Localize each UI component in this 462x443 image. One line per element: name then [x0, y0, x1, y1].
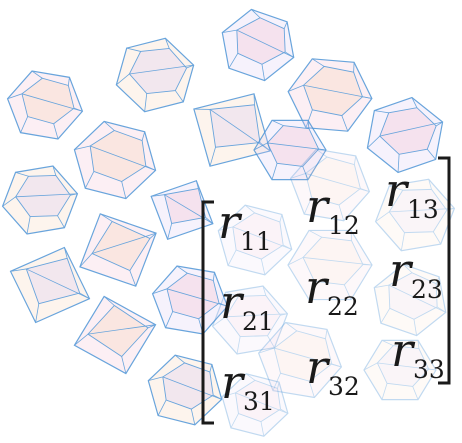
crystal-grain: [115, 37, 195, 113]
crystal-grain: [151, 265, 229, 335]
element-index: 12: [328, 211, 360, 240]
element-index: 32: [328, 372, 360, 401]
crystal-grain: [253, 119, 327, 181]
element-symbol: r: [385, 163, 410, 217]
element-symbol: r: [391, 323, 416, 377]
matrix-element-r23: r23: [389, 243, 443, 304]
crystal-grain: [287, 229, 373, 301]
element-symbol: r: [220, 275, 245, 329]
element-symbol: r: [389, 243, 414, 297]
rotation-matrix: r11 r12 r13 r21 r22 r23 r31 r32 r33: [201, 156, 451, 425]
crystal-grain: [221, 8, 295, 82]
element-symbol: r: [218, 195, 243, 249]
crystal-grain: [289, 148, 371, 222]
left-bracket: [201, 200, 214, 425]
crystal-grain: [221, 373, 289, 437]
crystal-grain: [1, 165, 79, 235]
matrix-element-r13: r13: [385, 163, 439, 224]
crystal-grain: [363, 339, 437, 401]
matrix-element-r12: r12: [306, 179, 360, 240]
crystal-grain: [193, 93, 271, 167]
crystal-grains-layer: [1, 8, 456, 437]
element-index: 13: [407, 195, 439, 224]
crystal-grain: [211, 285, 289, 355]
element-index: 31: [243, 387, 275, 416]
crystal-grain: [217, 204, 293, 276]
crystal-grain: [287, 58, 373, 132]
crystal-grain: [79, 213, 157, 287]
crystal-grain: [73, 120, 157, 200]
element-index: 23: [411, 275, 443, 304]
matrix-element-r11: r11: [218, 195, 272, 256]
crystal-grain: [366, 96, 444, 174]
matrix-element-r32: r32: [306, 340, 360, 401]
element-index: 33: [413, 355, 445, 384]
element-symbol: r: [305, 260, 330, 314]
matrix-element-r33: r33: [391, 323, 445, 384]
element-index: 22: [327, 292, 359, 321]
crystal-grain: [73, 295, 157, 375]
element-symbol: r: [306, 340, 331, 394]
crystal-grain: [6, 70, 84, 140]
element-symbol: r: [221, 355, 246, 409]
crystal-grain: [374, 178, 456, 252]
matrix-element-r21: r21: [220, 275, 274, 336]
crystal-grain: [147, 354, 223, 426]
element-index: 21: [242, 307, 274, 336]
crystal-grain: [257, 321, 343, 399]
matrix-element-r31: r31: [221, 355, 275, 416]
right-bracket: [438, 156, 451, 385]
element-symbol: r: [306, 179, 331, 233]
crystal-grain: [150, 179, 214, 241]
crystal-grain: [9, 246, 91, 324]
element-index: 11: [240, 227, 272, 256]
matrix-element-r22: r22: [305, 260, 359, 321]
crystal-grain: [373, 263, 447, 337]
